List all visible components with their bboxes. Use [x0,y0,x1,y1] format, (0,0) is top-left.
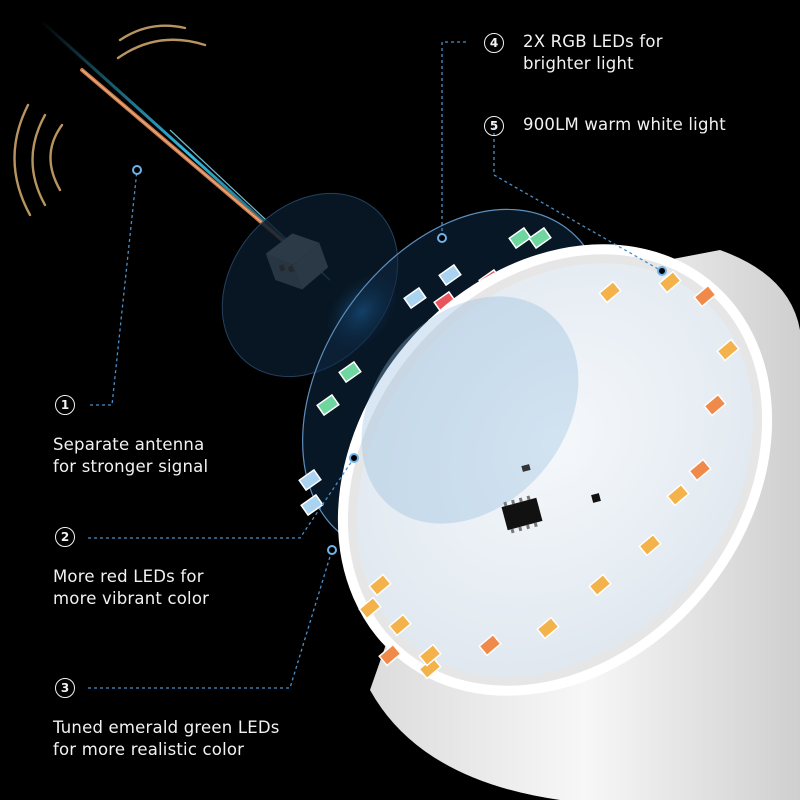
led-chip [368,573,392,597]
callout-1-line2: for stronger signal [53,457,209,476]
leader-endpoints [132,165,667,555]
led-chip [298,468,322,492]
led-chip [598,280,622,304]
callout-5-text: 900LM warm white light [523,114,726,136]
callout-4-line1: 2X RGB LEDs for [523,32,663,51]
callout-2-line2: more vibrant color [53,589,210,608]
led-chip [403,286,427,310]
led-chip [508,226,532,250]
led-chip [703,393,727,417]
callout-4-line2: brighter light [523,54,634,73]
signal-waves-icon [13,24,207,217]
led-chip [693,284,717,308]
led-chip [716,338,740,362]
led-chip [528,226,552,250]
led-chip [638,533,662,557]
led-chip [536,616,560,640]
led-chip [418,643,442,667]
callout-1-text: Separate antenna for stronger signal [53,434,208,478]
led-chip [478,633,502,657]
callout-3-text: Tuned emerald green LEDs for more realis… [53,717,280,761]
callout-4-number: 4 [484,33,504,53]
callout-2-text: More red LEDs for more vibrant color [53,566,209,610]
callout-3-line2: for more realistic color [53,740,245,759]
led-chip-icon [358,270,740,680]
led-chip [388,613,412,637]
led-chip [658,270,682,294]
callout-3-number: 3 [55,678,75,698]
callout-2-line1: More red LEDs for [53,567,204,586]
led-chip [300,493,324,517]
callout-1-line1: Separate antenna [53,435,205,454]
callout-4-text: 2X RGB LEDs for brighter light [523,31,663,75]
led-chip [316,393,340,417]
callout-2-number: 2 [55,527,75,547]
callout-1-number: 1 [55,395,75,415]
led-chip [666,483,690,507]
callout-3-line1: Tuned emerald green LEDs [53,718,280,737]
led-chip [358,596,382,620]
led-chip [378,643,402,667]
led-chip [688,458,712,482]
leader-lines [88,41,661,689]
callout-5-number: 5 [484,116,504,136]
led-chip [338,360,362,384]
led-chip [438,263,462,287]
led-chip [588,573,612,597]
callout-5-line1: 900LM warm white light [523,115,726,134]
bulb-icon [337,244,800,800]
